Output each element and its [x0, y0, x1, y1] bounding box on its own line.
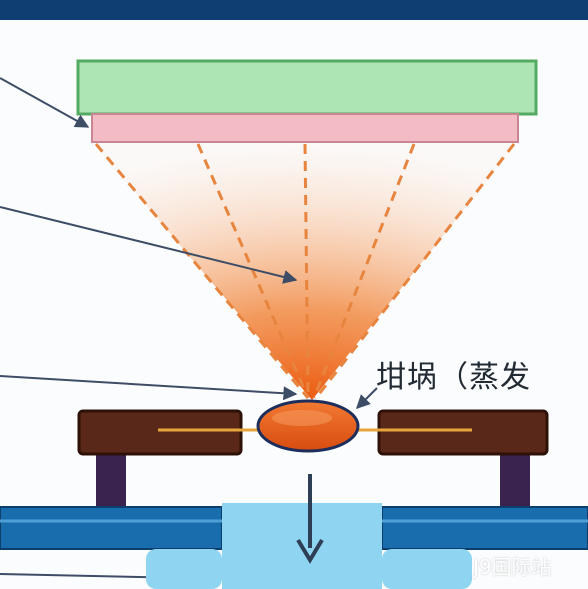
substrate: [91, 113, 519, 143]
vapor-dashed-lines: [94, 143, 516, 399]
watermark-logo: J9国际站: [473, 555, 552, 579]
crucible: [256, 399, 360, 453]
chamber-floor-left: [0, 506, 223, 550]
pointer-arrow-substrate: [0, 77, 90, 128]
crucible-highlight: [272, 410, 332, 426]
substrate-holder: [76, 59, 538, 116]
crucible-pointer-arrow: [356, 387, 378, 409]
pointer-arrow-source: [0, 375, 298, 401]
pump-flange-left: [146, 549, 222, 589]
frame-top-bar: [0, 0, 588, 20]
support-leg-right: [500, 452, 530, 510]
pump-flange-right: [382, 549, 472, 589]
down-arrow-icon: [296, 474, 324, 564]
support-leg-left: [96, 452, 126, 510]
electrode-left: [77, 409, 243, 456]
crucible-label: 坩埚（蒸发: [376, 360, 531, 395]
pointer-arrow-vapor: [0, 206, 298, 284]
chamber-floor-right: [381, 506, 588, 550]
electrode-right: [377, 409, 549, 456]
